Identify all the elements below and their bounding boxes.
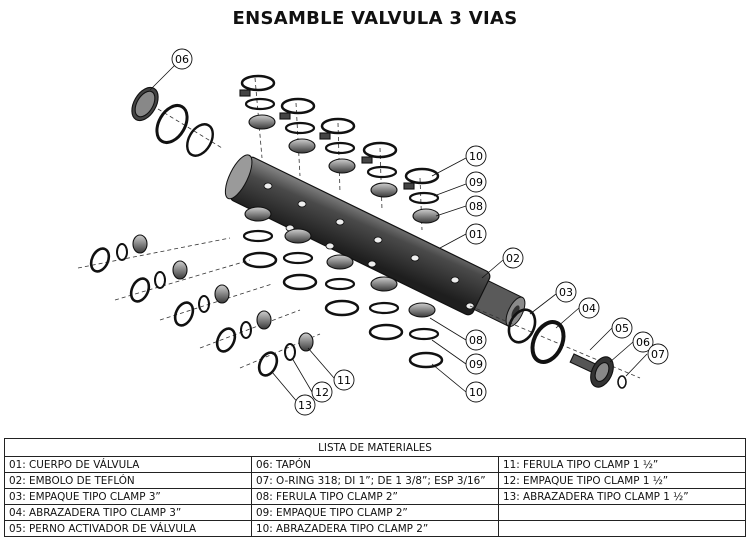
table-cell: 10: ABRAZADERA TIPO CLAMP 2”: [251, 520, 499, 537]
table-row: 02: EMBOLO DE TEFLÓN 07: O-RING 318; DI …: [4, 472, 747, 489]
table-cell: 02: EMBOLO DE TEFLÓN: [4, 472, 252, 489]
table-cell: [497, 504, 747, 521]
table-row: 05: PERNO ACTIVADOR DE VÁLVULA 10: ABRAZ…: [4, 520, 747, 537]
callout-05: 05: [611, 317, 633, 339]
callout-09-bottom: 09: [465, 353, 487, 375]
callout-06-right: 06: [632, 331, 654, 353]
left-small-clamps: [89, 234, 314, 377]
svg-text:09: 09: [469, 176, 483, 189]
callout-02: 02: [502, 247, 524, 269]
top-end-cap: [131, 86, 214, 157]
table-row: 01: CUERPO DE VÁLVULA 06: TAPÓN 11: FERU…: [4, 456, 747, 473]
callout-07: 07: [647, 343, 669, 365]
stack-4: [361, 141, 398, 198]
svg-text:03: 03: [559, 286, 573, 299]
table-cell: 08: FERULA TIPO CLAMP 2”: [251, 488, 499, 505]
leader-lines: [149, 63, 648, 405]
svg-text:11: 11: [337, 374, 351, 387]
callout-08-top: 08: [465, 195, 487, 217]
left-set-4: [215, 310, 272, 353]
callout-01: 01: [465, 223, 487, 245]
table-cell: 07: O-RING 318; DI 1”; DE 1 3/8”; ESP 3/…: [251, 472, 499, 489]
svg-text:08: 08: [469, 334, 483, 347]
top-clamp-stacks: [239, 74, 440, 224]
stack-1: [239, 74, 276, 130]
table-cell: 13: ABRAZADERA TIPO CLAMP 1 ½”: [497, 488, 747, 505]
svg-text:07: 07: [651, 348, 665, 361]
svg-text:09: 09: [469, 358, 483, 371]
table-cell: 03: EMPAQUE TIPO CLAMP 3”: [4, 488, 252, 505]
svg-text:12: 12: [315, 386, 329, 399]
callout-10-top: 10: [465, 145, 487, 167]
callout-06-top: 06: [171, 48, 193, 70]
bottom-stacks: [242, 206, 444, 369]
callout-11: 11: [333, 369, 355, 391]
table-row: 03: EMPAQUE TIPO CLAMP 3” 08: FERULA TIP…: [4, 488, 747, 505]
bottom-stack-1: [242, 206, 278, 269]
table-cell: 09: EMPAQUE TIPO CLAMP 2”: [251, 504, 499, 521]
callout-12: 12: [311, 381, 333, 403]
callout-10-bottom: 10: [465, 381, 487, 403]
left-set-1: [89, 234, 148, 273]
svg-text:10: 10: [469, 386, 483, 399]
svg-text:05: 05: [615, 322, 629, 335]
bottom-stack-2: [282, 228, 318, 291]
materials-list-header-row: LISTA DE MATERIALES: [3, 438, 747, 457]
svg-text:04: 04: [582, 302, 596, 315]
bottom-stack-4: [368, 276, 404, 341]
table-cell: 04: ABRAZADERA TIPO CLAMP 3”: [4, 504, 252, 521]
callout-08-bottom: 08: [465, 329, 487, 351]
left-set-5: [257, 332, 314, 377]
callout-13: 13: [294, 394, 316, 416]
left-set-3: [173, 284, 230, 327]
bottom-stack-3: [324, 254, 360, 317]
stack-3: [319, 117, 356, 174]
svg-text:02: 02: [506, 252, 520, 265]
table-cell: [497, 520, 747, 537]
left-set-2: [129, 260, 188, 303]
table-cell: 12: EMPAQUE TIPO CLAMP 1 ½”: [497, 472, 747, 489]
svg-text:06: 06: [175, 53, 189, 66]
svg-text:01: 01: [469, 228, 483, 241]
svg-text:08: 08: [469, 200, 483, 213]
valve-body: [224, 154, 526, 328]
drawing-title: ENSAMBLE VALVULA 3 VIAS: [232, 8, 518, 29]
svg-text:10: 10: [469, 150, 483, 163]
right-end-assembly: [507, 308, 627, 389]
table-cell: 05: PERNO ACTIVADOR DE VÁLVULA: [4, 520, 252, 537]
stack-5: [403, 167, 440, 224]
materials-list-table: LISTA DE MATERIALES 01: CUERPO DE VÁLVUL…: [3, 438, 747, 537]
exploded-view-drawing: 06 10 09 08 01 02 03 04: [77, 48, 669, 416]
table-cell: 11: FERULA TIPO CLAMP 1 ½”: [497, 456, 747, 473]
table-row: 04: ABRAZADERA TIPO CLAMP 3” 09: EMPAQUE…: [4, 504, 747, 521]
callout-04: 04: [578, 297, 600, 319]
materials-list-header: LISTA DE MATERIALES: [3, 438, 747, 457]
stack-2: [279, 97, 316, 154]
table-cell: 01: CUERPO DE VÁLVULA: [4, 456, 252, 473]
bottom-stack-5: [408, 302, 444, 369]
callout-09-top: 09: [465, 171, 487, 193]
svg-text:06: 06: [636, 336, 650, 349]
callouts: 06 10 09 08 01 02 03 04: [171, 48, 669, 416]
table-cell: 06: TAPÓN: [251, 456, 499, 473]
callout-03: 03: [555, 281, 577, 303]
svg-text:13: 13: [298, 399, 312, 412]
